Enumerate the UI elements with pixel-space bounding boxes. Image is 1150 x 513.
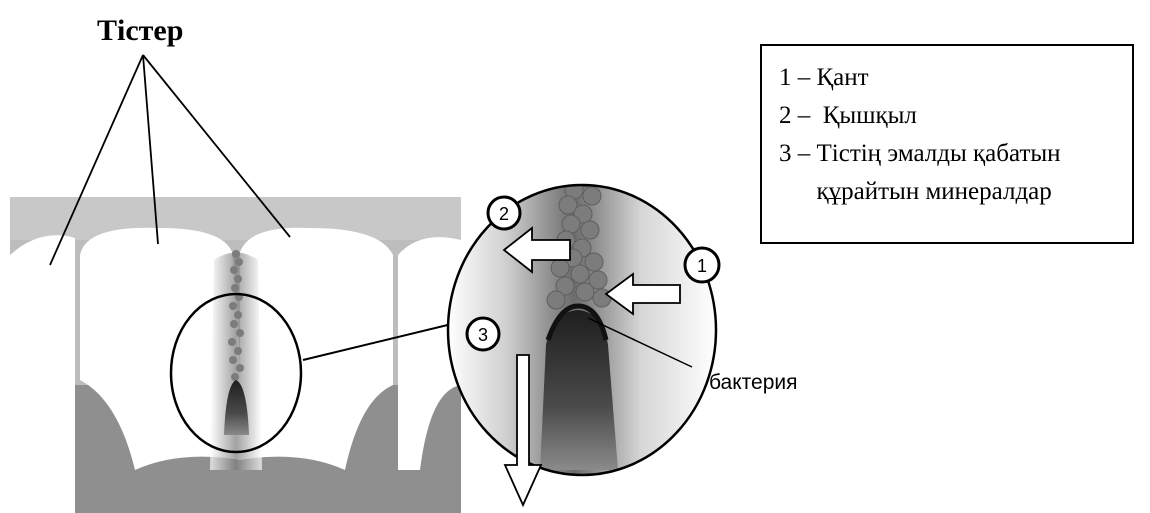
tooth-left — [10, 235, 75, 513]
bacteria-label: бактерия — [709, 371, 798, 394]
svg-text:1: 1 — [697, 256, 707, 276]
title: Тістер — [97, 14, 183, 47]
svg-text:3: 3 — [478, 325, 488, 345]
legend-item: 3 – Тістің эмалды қабатын — [779, 140, 1061, 167]
legend-item: құрайтын минералдар — [779, 178, 1052, 205]
legend: 1 – Қант 2 – Қышқыл 3 – Тістің эмалды қа… — [761, 45, 1133, 243]
legend-item: 1 – Қант — [779, 64, 869, 91]
teeth-illustration — [10, 197, 461, 513]
marker-2: 2 — [488, 197, 520, 229]
legend-item: 2 – Қышқыл — [779, 102, 917, 129]
marker-1: 1 — [685, 248, 719, 282]
svg-text:2: 2 — [499, 204, 509, 224]
marker-3: 3 — [467, 318, 499, 350]
